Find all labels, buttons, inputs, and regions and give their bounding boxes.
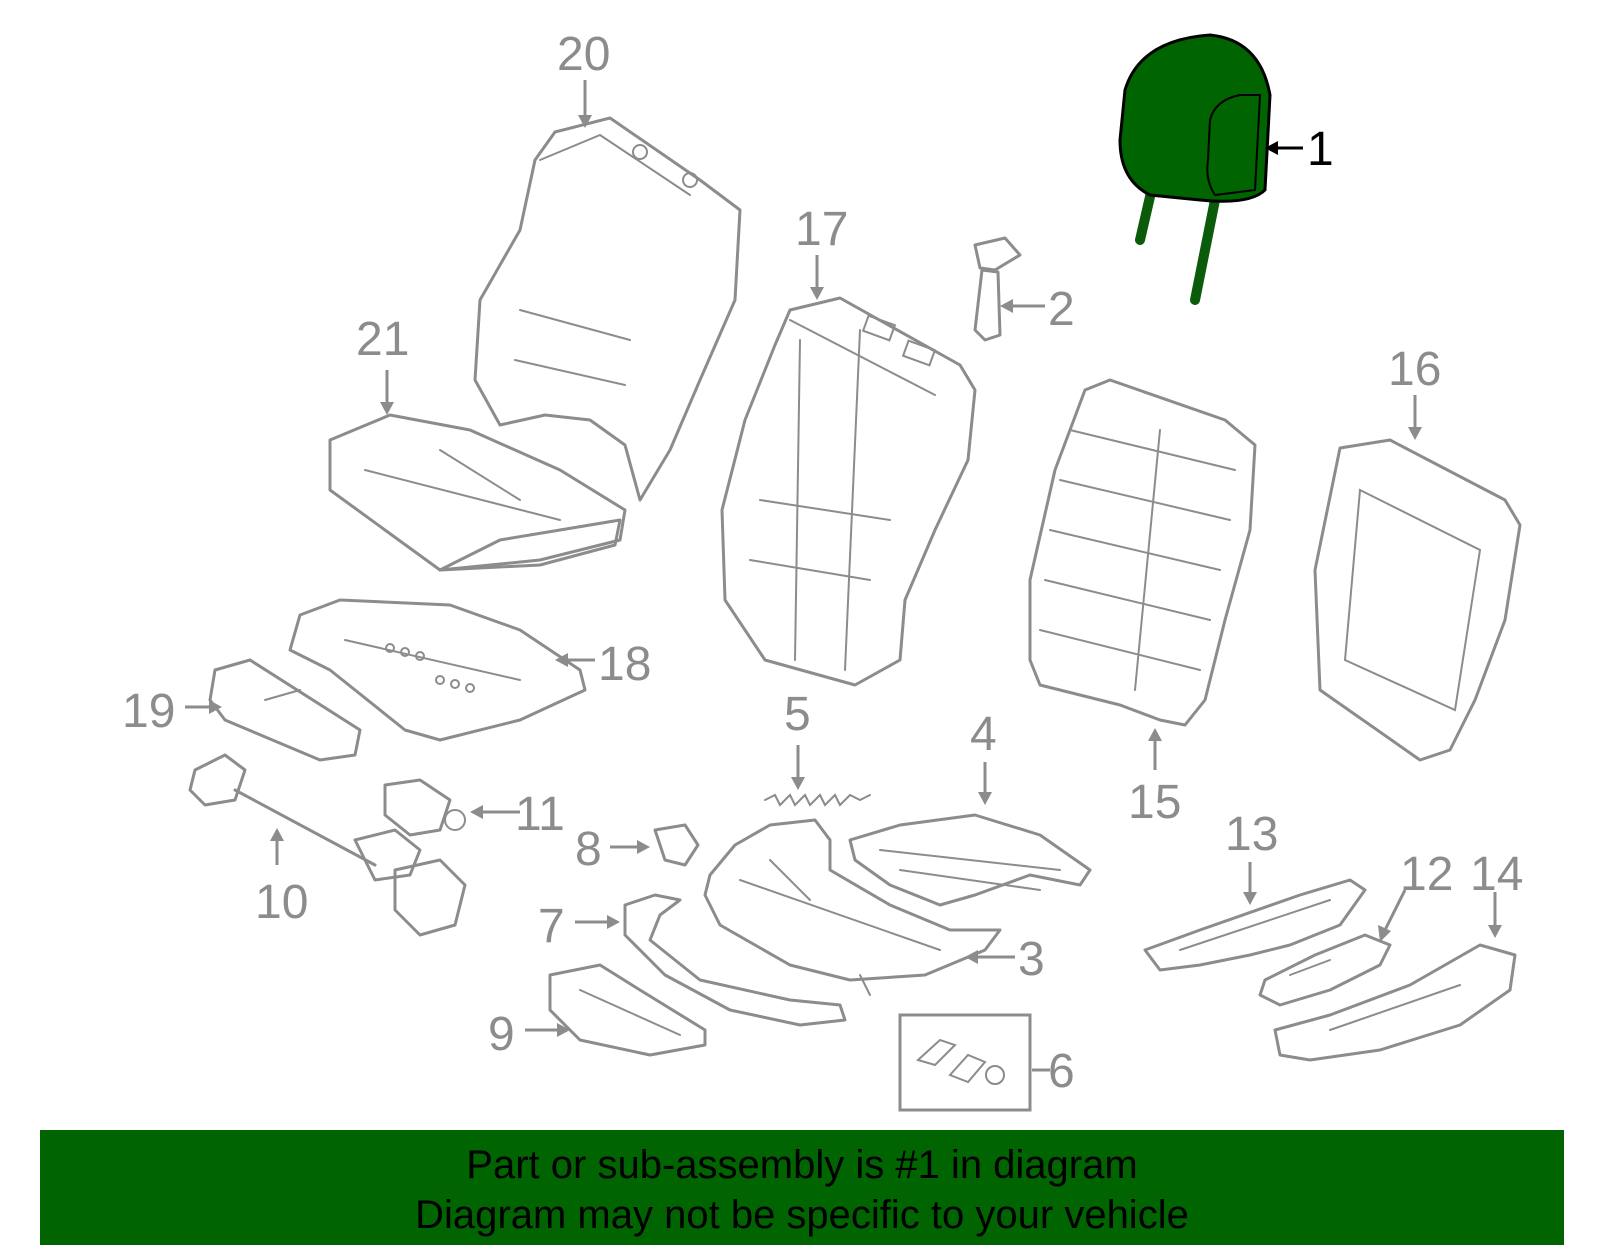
callout-17: 17 [795, 203, 848, 256]
callout-labels: 1 2 3 4 5 6 7 8 9 10 11 12 13 14 15 16 1… [122, 28, 1523, 1098]
part-21-cushion-cover [328, 413, 627, 572]
banner-line-2: Diagram may not be specific to your vehi… [415, 1193, 1189, 1237]
callout-5: 5 [784, 688, 811, 741]
callout-6: 6 [1048, 1045, 1075, 1098]
callout-18: 18 [598, 638, 651, 691]
part-16-backrest-panel [1313, 438, 1522, 762]
part-17-backrest-pad [720, 296, 977, 687]
callout-12: 12 [1400, 848, 1453, 901]
callout-arrows [185, 80, 1502, 1072]
part-11-motor [383, 778, 466, 837]
part-15-backrest-frame [1028, 378, 1257, 727]
part-7-side-trim [623, 893, 847, 1027]
part-1-headrest [1118, 33, 1272, 305]
part-5-spring [764, 793, 871, 807]
callout-13: 13 [1225, 808, 1278, 861]
callout-14: 14 [1470, 848, 1523, 901]
part-14-outer-trim [1273, 943, 1517, 1062]
callout-2: 2 [1048, 283, 1075, 336]
callout-10: 10 [255, 876, 308, 929]
part-13-seat-rail [1143, 878, 1367, 972]
callout-1: 1 [1307, 123, 1334, 176]
part-9-front-trim [548, 963, 707, 1057]
part-2-headrest-guide [973, 236, 1022, 342]
callout-4: 4 [970, 708, 997, 761]
part-20-backrest-cover [473, 116, 742, 502]
part-3-seat-pan [703, 818, 1002, 996]
part-4-spring-mat [848, 813, 1092, 907]
callout-3: 3 [1018, 933, 1045, 986]
callout-16: 16 [1388, 343, 1441, 396]
banner-line-1: Part or sub-assembly is #1 in diagram [466, 1143, 1138, 1187]
callout-15: 15 [1128, 776, 1181, 829]
callout-8: 8 [575, 823, 602, 876]
info-banner: Part or sub-assembly is #1 in diagram Di… [40, 1130, 1564, 1245]
part-10-adjuster-drive [188, 753, 467, 937]
callout-21: 21 [356, 313, 409, 366]
part-18-cushion-pad [288, 598, 587, 742]
callout-9: 9 [488, 1008, 515, 1061]
part-12-side-bracket [1258, 933, 1392, 1007]
part-6-hardware-kit [898, 1013, 1032, 1112]
callout-7: 7 [538, 900, 565, 953]
callout-11: 11 [515, 788, 565, 841]
callout-19: 19 [122, 685, 175, 738]
callout-20: 20 [557, 28, 610, 81]
part-8-cover [653, 823, 700, 867]
